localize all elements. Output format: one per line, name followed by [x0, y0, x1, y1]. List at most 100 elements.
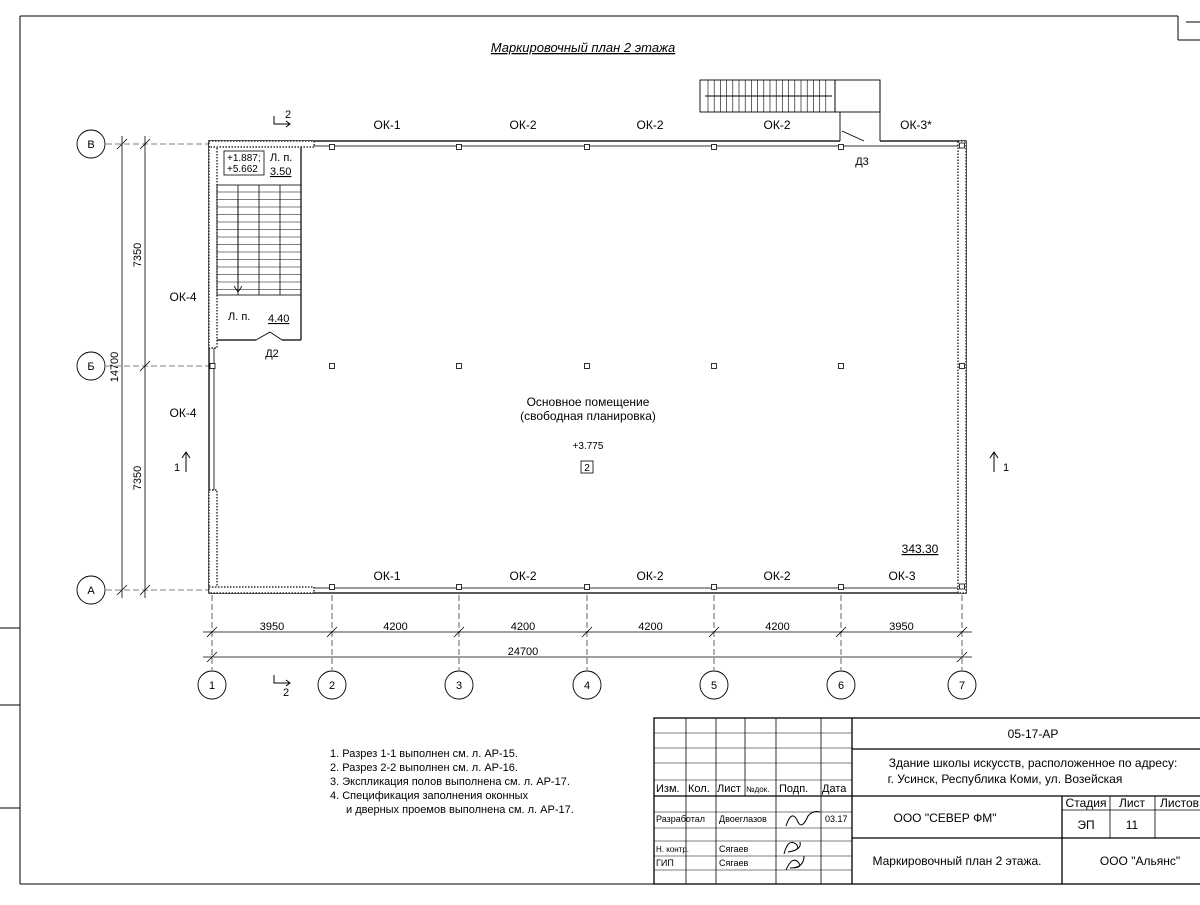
- tb-sheet-name: Маркировочный план 2 этажа.: [872, 854, 1041, 868]
- column-2-2: [584, 584, 590, 590]
- column-2-3: [711, 584, 717, 590]
- dim-tick-1: [206, 626, 218, 638]
- tb-company-client: ООО "Альянс": [1100, 854, 1180, 868]
- axis-bubble-v: [76, 129, 106, 159]
- axis-bubble-2: [317, 670, 347, 700]
- axis-label-4: 4: [584, 680, 590, 692]
- column-edge-right: [959, 363, 965, 369]
- column-1-4: [838, 363, 844, 369]
- column-1-1: [456, 363, 462, 369]
- vertical-dimension-lines: [116, 136, 151, 598]
- axis-bubble-4: [572, 670, 602, 700]
- tb-sheet-header: Лист: [1119, 796, 1146, 810]
- window-label-top-2: ОК-2: [510, 118, 537, 132]
- note-4: 4. Спецификация заполнения оконных: [330, 790, 529, 802]
- dim-span-2: 4200: [383, 621, 407, 633]
- window-label-bottom-3: ОК-2: [637, 569, 664, 583]
- dim-horizontal-total: 24700: [508, 646, 539, 658]
- door-d2-leaf: [255, 331, 283, 341]
- axis-label-1: 1: [209, 680, 215, 692]
- section-1-right-label: 1: [1003, 462, 1009, 474]
- tb-sheet: 11: [1126, 818, 1139, 832]
- section-2-bottom-label: 2: [283, 687, 289, 699]
- dim-span-3: 4200: [511, 621, 535, 633]
- tb-sheets-header: Листов: [1160, 796, 1199, 810]
- dim-span-6: 3950: [889, 621, 913, 633]
- axis-label-2: 2: [329, 680, 335, 692]
- column-1-2: [584, 363, 590, 369]
- dim-total-tick-2: [956, 651, 968, 663]
- column-2-0: [329, 584, 335, 590]
- room-level: +3.775: [573, 441, 604, 452]
- landing-bottom-area: 4.40: [268, 313, 289, 325]
- tb-role-2: Н. контр.: [656, 845, 689, 854]
- drawing-title: Маркировочный план 2 этажа: [491, 40, 676, 55]
- door-d3-leaf: [841, 130, 865, 142]
- section-2-top-label: 2: [285, 109, 291, 121]
- stair-level-box: [223, 150, 265, 176]
- axis-bubble-5: [699, 670, 729, 700]
- column-1-3: [711, 363, 717, 369]
- axis-label-a: А: [87, 585, 95, 597]
- tb-role-1: Разработал: [656, 814, 705, 824]
- dim-vertical-lower: 7350: [132, 466, 144, 490]
- axis-label-3: 3: [456, 680, 462, 692]
- column-markers: [209, 142, 965, 590]
- axis-bubble-7: [947, 670, 977, 700]
- stair-arrow: [233, 200, 243, 293]
- section-1-left-label: 1: [174, 462, 180, 474]
- signature-1: [785, 811, 821, 827]
- stair-level-1: +1.887;: [227, 153, 261, 164]
- room-number: 2: [584, 463, 590, 474]
- dim-tick-6: [835, 626, 847, 638]
- dim-vertical-total: 14700: [109, 352, 121, 383]
- dim-total-tick-1: [206, 651, 218, 663]
- tb-stage: ЭП: [1077, 818, 1094, 832]
- tb-header-list: Лист: [717, 783, 741, 795]
- axis-bubble-3: [444, 670, 474, 700]
- dim-span-1: 3950: [260, 621, 284, 633]
- column-corner-tr: [959, 142, 965, 149]
- tb-name-3: Сягаев: [719, 858, 748, 868]
- door-d2-label: Д2: [265, 348, 279, 360]
- exterior-stair-steps: [707, 80, 827, 112]
- tb-header-ndok: №док.: [746, 785, 769, 794]
- window-label-bottom-4: ОК-2: [764, 569, 791, 583]
- axis-label-5: 5: [711, 680, 717, 692]
- column-1-0: [329, 363, 335, 369]
- section-marks: [181, 116, 999, 687]
- dim-vertical-upper: 7350: [132, 243, 144, 267]
- axis-bubble-b: [76, 351, 106, 381]
- note-1: 1. Разрез 1-1 выполнен см. л. АР-15.: [330, 748, 518, 760]
- signature-2: [783, 841, 801, 855]
- tb-name-1: Двоеглазов: [719, 814, 767, 824]
- tb-role-3: ГИП: [656, 858, 674, 868]
- window-label-bottom-1: ОК-1: [374, 569, 401, 583]
- door-d3-label: Д3: [855, 156, 869, 168]
- interior-staircase: [216, 184, 302, 296]
- tb-building-line1: Здание школы искусств, расположенное по …: [889, 756, 1178, 770]
- dim-tick-5: [708, 626, 720, 638]
- horizontal-dimension-ticks: [206, 626, 968, 663]
- room-name-line1: Основное помещение: [527, 395, 650, 409]
- tb-header-kol: Кол.: [688, 783, 710, 795]
- sheet-frame: [0, 15, 1200, 885]
- tb-company-designer: ООО "СЕВЕР ФМ": [894, 811, 997, 825]
- axis-label-7: 7: [959, 680, 965, 692]
- column-0-1: [456, 144, 462, 150]
- window-label-left-lower: ОК-4: [170, 406, 197, 420]
- column-corner-br: [959, 583, 965, 590]
- column-edge-left: [209, 363, 216, 369]
- dim-tick-2: [326, 626, 338, 638]
- horizontal-dimension-lines: [203, 631, 972, 658]
- signature-3: [785, 855, 805, 871]
- window-label-bottom-5: ОК-3: [889, 569, 916, 583]
- window-label-top-right: ОК-3*: [900, 118, 932, 132]
- tb-header-podp: Подп.: [779, 783, 808, 795]
- column-0-3: [711, 144, 717, 150]
- column-2-1: [456, 584, 462, 590]
- column-2-4: [838, 584, 844, 590]
